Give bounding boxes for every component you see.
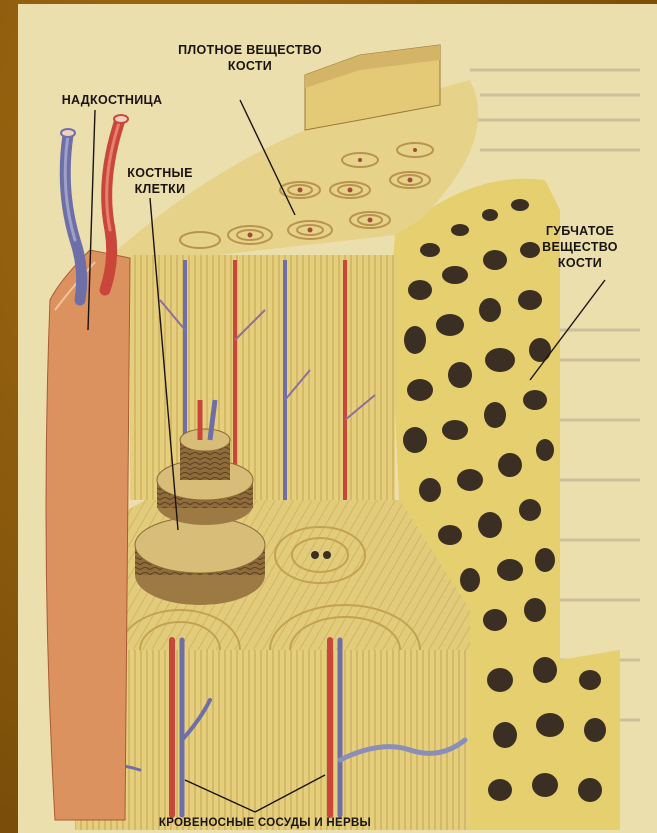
- periosteum-label: НАДКОСТНИЦА: [42, 92, 182, 108]
- vessels-label: КРОВЕНОСНЫЕ СОСУДЫ И НЕРВЫ: [120, 815, 410, 831]
- bone-cells-label: КОСТНЫЕ КЛЕТКИ: [120, 165, 200, 197]
- compact-bone-label: ПЛОТНОЕ ВЕЩЕСТВО КОСТИ: [150, 42, 350, 74]
- spongy-bone-label: ГУБЧАТОЕ ВЕЩЕСТВО КОСТИ: [530, 223, 630, 271]
- lamellae-block-upper: [130, 255, 395, 500]
- periosteum-layer: [46, 250, 130, 820]
